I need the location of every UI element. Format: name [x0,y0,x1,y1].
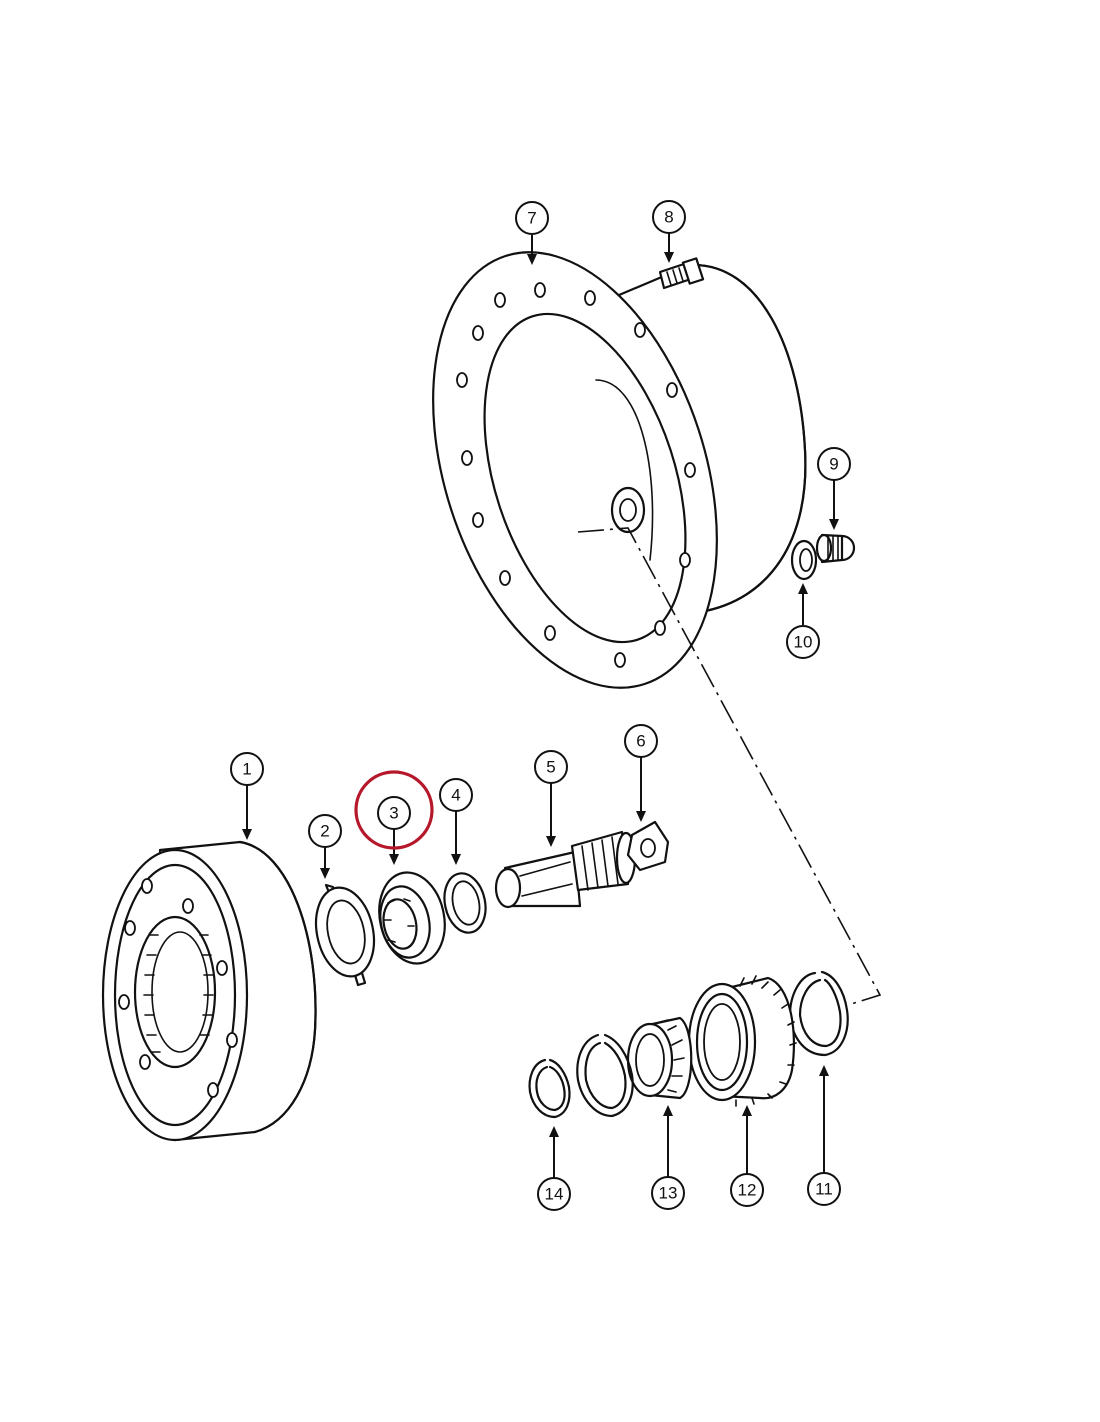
part-1-hub [101,840,317,1142]
part-6-lock-washer [626,820,670,872]
bearing-cup-ring [576,1033,634,1118]
part-9-plug [815,533,856,564]
part-11-retaining-ring [788,970,849,1057]
part-5-shaft [494,830,637,909]
callout-label-7: 7 [527,209,536,228]
callout-label-5: 5 [546,758,555,777]
callout-label-3: 3 [389,804,398,823]
callout-4: 4 [439,778,473,865]
callout-label-6: 6 [636,732,645,751]
callout-label-9: 9 [829,455,838,474]
callout-5: 5 [534,750,568,847]
callout-12: 12 [730,1105,764,1207]
callout-10: 10 [786,583,820,659]
part-14-snap-ring [528,1058,571,1119]
part-7-housing [432,251,807,689]
callout-2: 2 [308,814,342,879]
callout-label-10: 10 [794,633,813,652]
part-3-bearing-cone [378,871,446,965]
callout-7: 7 [515,201,549,265]
callout-label-4: 4 [451,786,460,805]
part-8-screw [658,257,705,290]
part-12-gear [687,975,797,1107]
callout-label-13: 13 [659,1184,678,1203]
callout-14: 14 [537,1126,571,1211]
callout-1: 1 [230,752,264,840]
part-4-snap-ring [443,872,487,934]
part-2-tab-washer [314,883,376,987]
callout-8: 8 [652,200,686,263]
callout-label-8: 8 [664,208,673,227]
callout-9: 9 [817,447,851,530]
callout-label-1: 1 [242,760,251,779]
assembly-centerline [577,527,882,1006]
callout-6: 6 [624,724,658,822]
callout-label-12: 12 [738,1181,757,1200]
callout-13: 13 [651,1105,685,1210]
housing-bolt-holes [456,282,696,668]
callout-label-14: 14 [545,1185,564,1204]
callout-3: 3 [354,770,434,865]
callout-3-highlight-ring [354,770,434,850]
callout-11: 11 [807,1065,841,1206]
callout-label-2: 2 [320,822,329,841]
part-13-bearing [626,1016,693,1100]
part-10-washer [790,539,818,581]
callout-label-11: 11 [815,1180,833,1199]
